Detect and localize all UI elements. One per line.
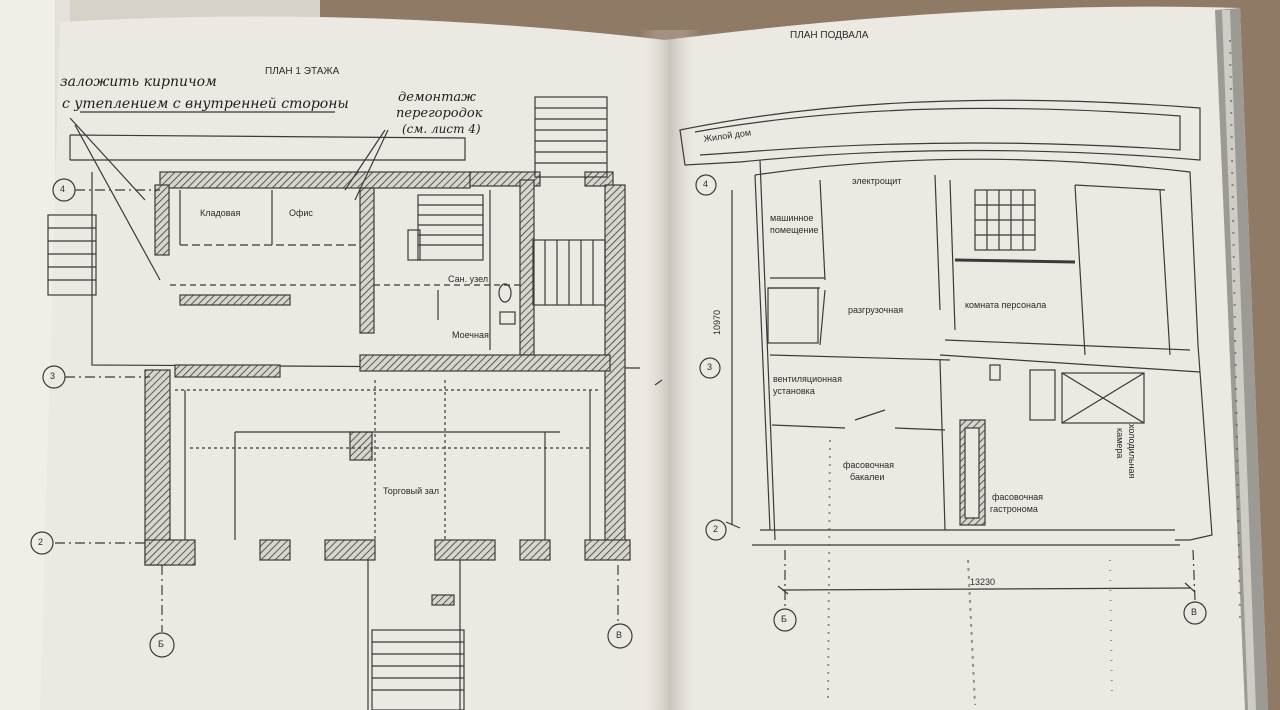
basement-stair [974,189,1036,251]
room-electrical-label: электрощит [852,176,902,186]
room-storage-label: Кладовая [200,208,241,218]
room-sales-hall-label: Торговый зал [383,486,440,496]
axis-v-left: В [616,630,623,640]
room-staff-label: комната персонала [965,300,1047,310]
axis-v-right: В [1191,607,1198,617]
stair-entrance [367,560,465,710]
room-cold-chamber-line1: холодильная [1127,424,1137,479]
cold-chamber-box [1061,372,1145,424]
basement-title: ПЛАН ПОДВАЛА [790,30,869,41]
room-cold-chamber-line2: камера [1115,428,1125,459]
room-machine-line2: помещение [770,225,819,235]
ground-floor-title: ПЛАН 1 ЭТАЖА [265,66,340,77]
room-office-label: Офис [289,208,313,218]
room-unloading-label: разгрузочная [848,305,904,315]
room-packing-grocery-line1: фасовочная [843,460,895,470]
stair-top [534,96,608,178]
basement-plan [679,99,1213,632]
room-packing-deli-line2: гастрономa [990,504,1038,514]
axis-2-right: 2 [713,524,719,534]
axis-4-right: 4 [703,179,709,189]
note-demolish-line2: перегородок [396,106,483,121]
axis-4-left: 4 [60,184,66,194]
stair-upper-left [407,194,484,261]
stair-right [532,239,606,306]
room-ventilation-line2: установка [773,386,815,396]
room-ventilation-line1: вентиляционная [773,374,842,384]
room-washroom-label: Моечная [452,330,489,340]
room-wc-label: Сан. узел [448,274,489,284]
axis-b-right: Б [781,614,787,624]
room-machine-line1: машинное [770,213,814,223]
dimension-horizontal: 13230 [970,577,996,587]
axis-3-right: 3 [707,362,713,372]
room-packing-grocery-line2: бакалеи [850,472,885,482]
axis-3-left: 3 [50,371,56,381]
axis-b-left: Б [158,639,164,649]
room-packing-deli-line1: фасовочная [992,492,1044,502]
dimension-vertical: 10970 [712,309,722,335]
note-brick-line1: заложить кирпичом [60,74,217,90]
axis-2-left: 2 [38,537,44,547]
stair-left-edge [47,214,97,296]
scan-noise [827,39,1241,706]
ground-floor-plan [30,96,663,710]
note-demolish-line1: демонтаж [398,90,476,105]
note-demolish-line3: (см. лист 4) [402,122,481,136]
note-brick-line2: с утеплением с внутренней стороны [62,96,349,112]
